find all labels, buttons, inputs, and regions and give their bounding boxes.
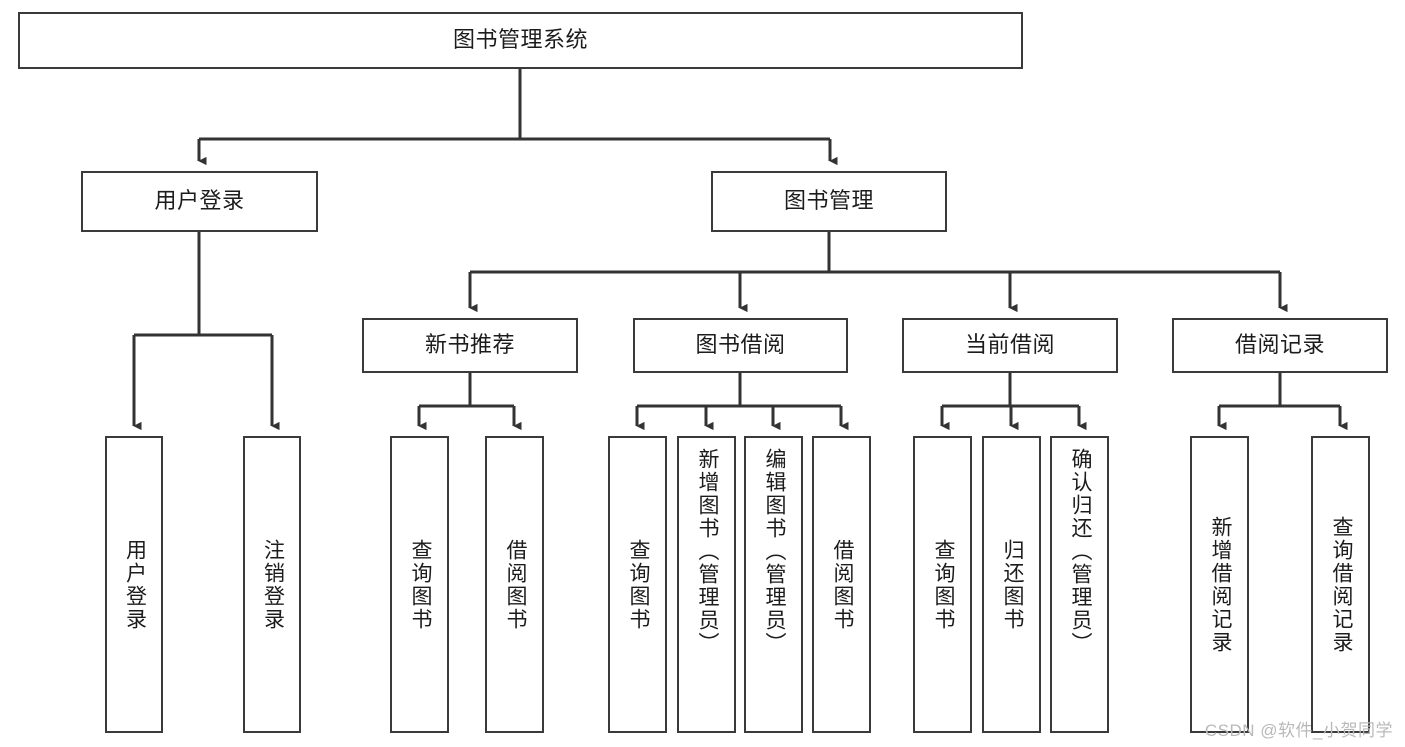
node-borrow-record[interactable]: 借阅记录 [1172, 318, 1388, 373]
node-book-mgmt[interactable]: 图书管理 [711, 171, 947, 232]
node-leaf-confirm-return[interactable]: 确认归还（管理员） [1050, 436, 1109, 733]
node-leaf-borrow-book-1[interactable]: 借阅图书 [485, 436, 544, 733]
node-leaf-borrow-book-1-label: 借阅图书 [503, 538, 527, 631]
node-leaf-query-book-2[interactable]: 查询图书 [608, 436, 667, 733]
node-root[interactable]: 图书管理系统 [18, 12, 1023, 69]
node-root-label: 图书管理系统 [452, 27, 588, 53]
node-leaf-query-book-3[interactable]: 查询图书 [913, 436, 972, 733]
node-leaf-add-book[interactable]: 新增图书（管理员） [677, 436, 736, 733]
node-leaf-user-login-label: 用户登录 [123, 538, 147, 631]
node-leaf-query-book-1[interactable]: 查询图书 [390, 436, 449, 733]
node-current-borrow-label: 当前借阅 [964, 332, 1055, 358]
node-user-login[interactable]: 用户登录 [81, 171, 318, 232]
node-leaf-borrow-book-2-label: 借阅图书 [830, 538, 854, 631]
node-leaf-query-book-3-label: 查询图书 [931, 538, 955, 631]
node-book-borrow-label: 图书借阅 [695, 332, 786, 358]
node-user-login-label: 用户登录 [154, 188, 245, 214]
node-leaf-user-logout-label: 注销登录 [261, 538, 285, 631]
node-book-borrow[interactable]: 图书借阅 [633, 318, 848, 373]
node-borrow-record-label: 借阅记录 [1234, 332, 1325, 358]
node-leaf-user-login[interactable]: 用户登录 [105, 436, 163, 733]
node-book-mgmt-label: 图书管理 [783, 188, 874, 214]
node-leaf-borrow-book-2[interactable]: 借阅图书 [812, 436, 871, 733]
node-leaf-add-borrow-record-label: 新增借阅记录 [1208, 515, 1232, 654]
node-leaf-return-book-label: 归还图书 [1000, 538, 1024, 631]
node-leaf-user-logout[interactable]: 注销登录 [243, 436, 301, 733]
node-leaf-query-borrow-record[interactable]: 查询借阅记录 [1311, 436, 1370, 733]
node-leaf-query-book-1-label: 查询图书 [408, 538, 432, 631]
node-leaf-query-book-2-label: 查询图书 [626, 538, 650, 631]
node-leaf-return-book[interactable]: 归还图书 [982, 436, 1041, 733]
node-current-borrow[interactable]: 当前借阅 [902, 318, 1118, 373]
node-new-book-recommend-label: 新书推荐 [424, 332, 515, 358]
node-leaf-query-borrow-record-label: 查询借阅记录 [1329, 515, 1353, 654]
node-new-book-recommend[interactable]: 新书推荐 [362, 318, 578, 373]
node-leaf-add-borrow-record[interactable]: 新增借阅记录 [1190, 436, 1249, 733]
node-leaf-edit-book[interactable]: 编辑图书（管理员） [744, 436, 803, 733]
node-leaf-add-book-label: 新增图书（管理员） [695, 448, 719, 655]
csdn-watermark: CSDN @软件_小贺同学 [1204, 721, 1393, 740]
node-leaf-edit-book-label: 编辑图书（管理员） [762, 448, 786, 655]
node-leaf-confirm-return-label: 确认归还（管理员） [1068, 448, 1092, 655]
